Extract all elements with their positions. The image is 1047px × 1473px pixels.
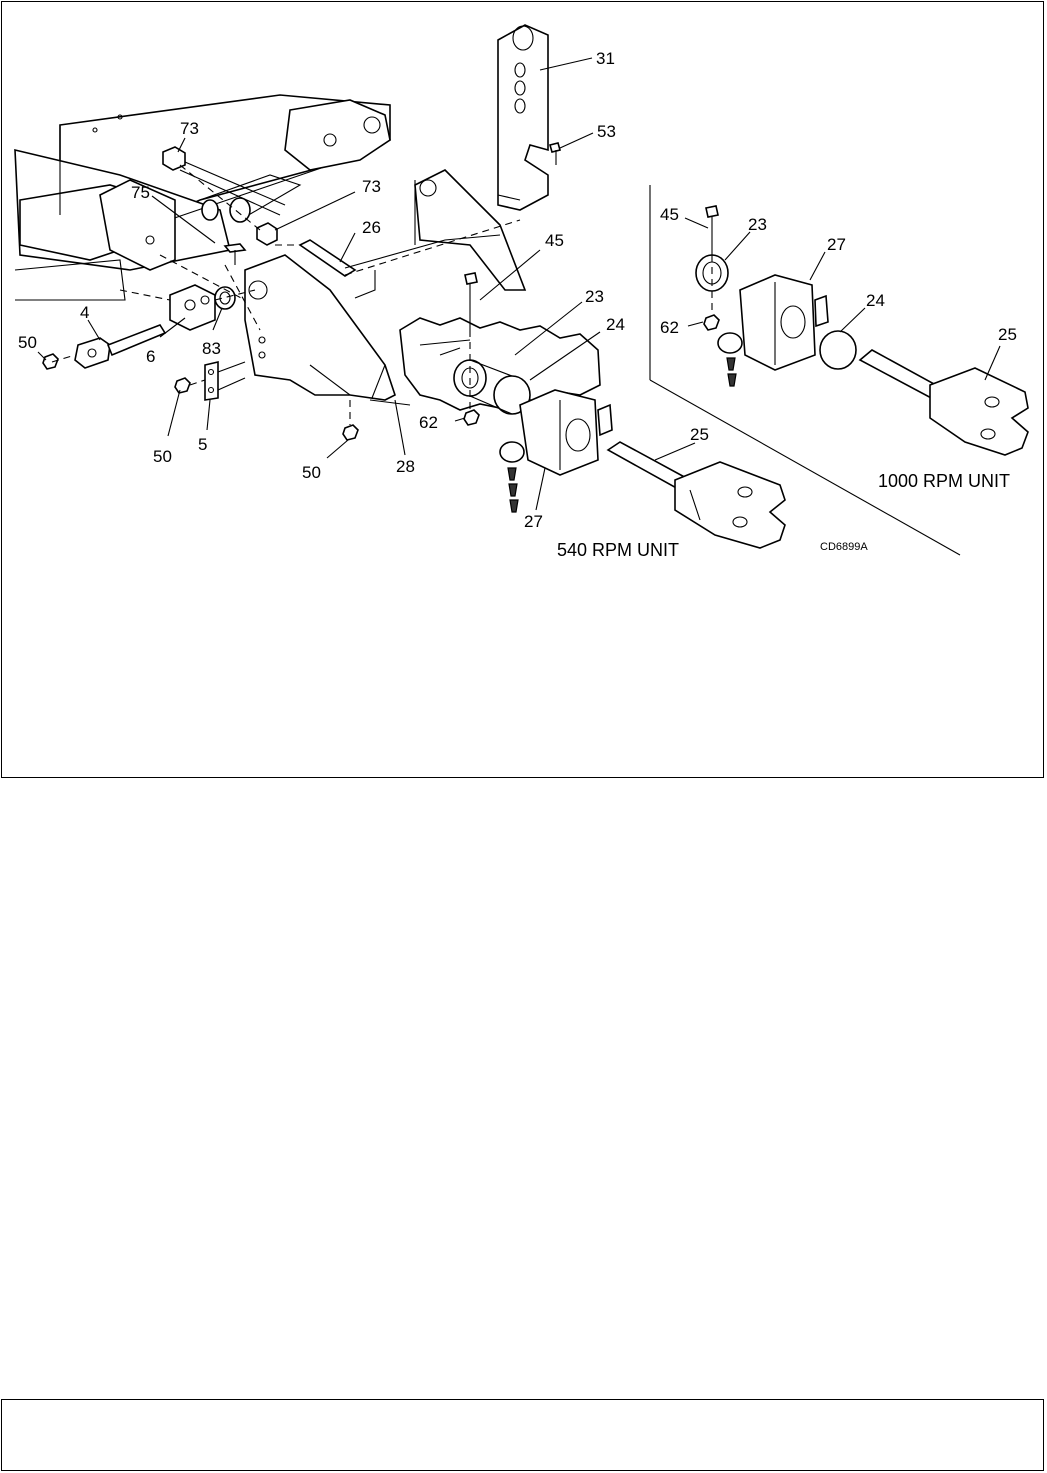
callout-4: 4: [80, 303, 89, 322]
callout-24-1000: 24: [866, 291, 885, 310]
figure-id: CD6899A: [820, 541, 868, 553]
rpm1000-inset-drawing: [649, 185, 1029, 556]
callout-25-540: 25: [690, 425, 709, 444]
assembly-lines: [51, 164, 713, 425]
tongue-frame-drawing: [14, 94, 391, 301]
caption-frame: [1, 1399, 1044, 1471]
callout-73-upper: 73: [180, 119, 199, 138]
callout-62-540: 62: [419, 413, 438, 432]
callout-45-540: 45: [545, 231, 564, 250]
callout-labels: 31 53 73 73 75 26 45 23 24 4 50 6 83 50 …: [18, 49, 1017, 560]
hitch-bracket-drawing: [244, 169, 527, 406]
leader-lines: [37, 57, 1001, 511]
callout-25-1000: 25: [998, 325, 1017, 344]
callout-62-1000: 62: [660, 318, 679, 337]
callout-53: 53: [597, 122, 616, 141]
callout-50-center: 50: [153, 447, 172, 466]
callout-6: 6: [146, 347, 155, 366]
callout-23-540: 23: [585, 287, 604, 306]
callout-83: 83: [202, 339, 221, 358]
callout-24-540: 24: [606, 315, 625, 334]
callout-31: 31: [596, 49, 615, 68]
unit-label-540: 540 RPM UNIT: [557, 540, 679, 560]
callout-28: 28: [396, 457, 415, 476]
exploded-parts-diagram: 31 53 73 73 75 26 45 23 24 4 50 6 83 50 …: [14, 24, 1029, 560]
callout-23-1000: 23: [748, 215, 767, 234]
callout-73-lower: 73: [362, 177, 381, 196]
callout-75: 75: [131, 183, 150, 202]
callout-27-1000: 27: [827, 235, 846, 254]
callout-50-left: 50: [18, 333, 37, 352]
unit-label-1000: 1000 RPM UNIT: [878, 471, 1010, 491]
callout-5: 5: [198, 435, 207, 454]
callout-27-540: 27: [524, 512, 543, 531]
callout-45-1000: 45: [660, 205, 679, 224]
jack-stand-drawing: [497, 24, 561, 211]
left-hardware-drawing: [42, 146, 359, 441]
diagram-frame: [1, 1, 1044, 778]
callout-26: 26: [362, 218, 381, 237]
callout-50-lower: 50: [302, 463, 321, 482]
rpm540-assembly-drawing: [399, 272, 786, 549]
